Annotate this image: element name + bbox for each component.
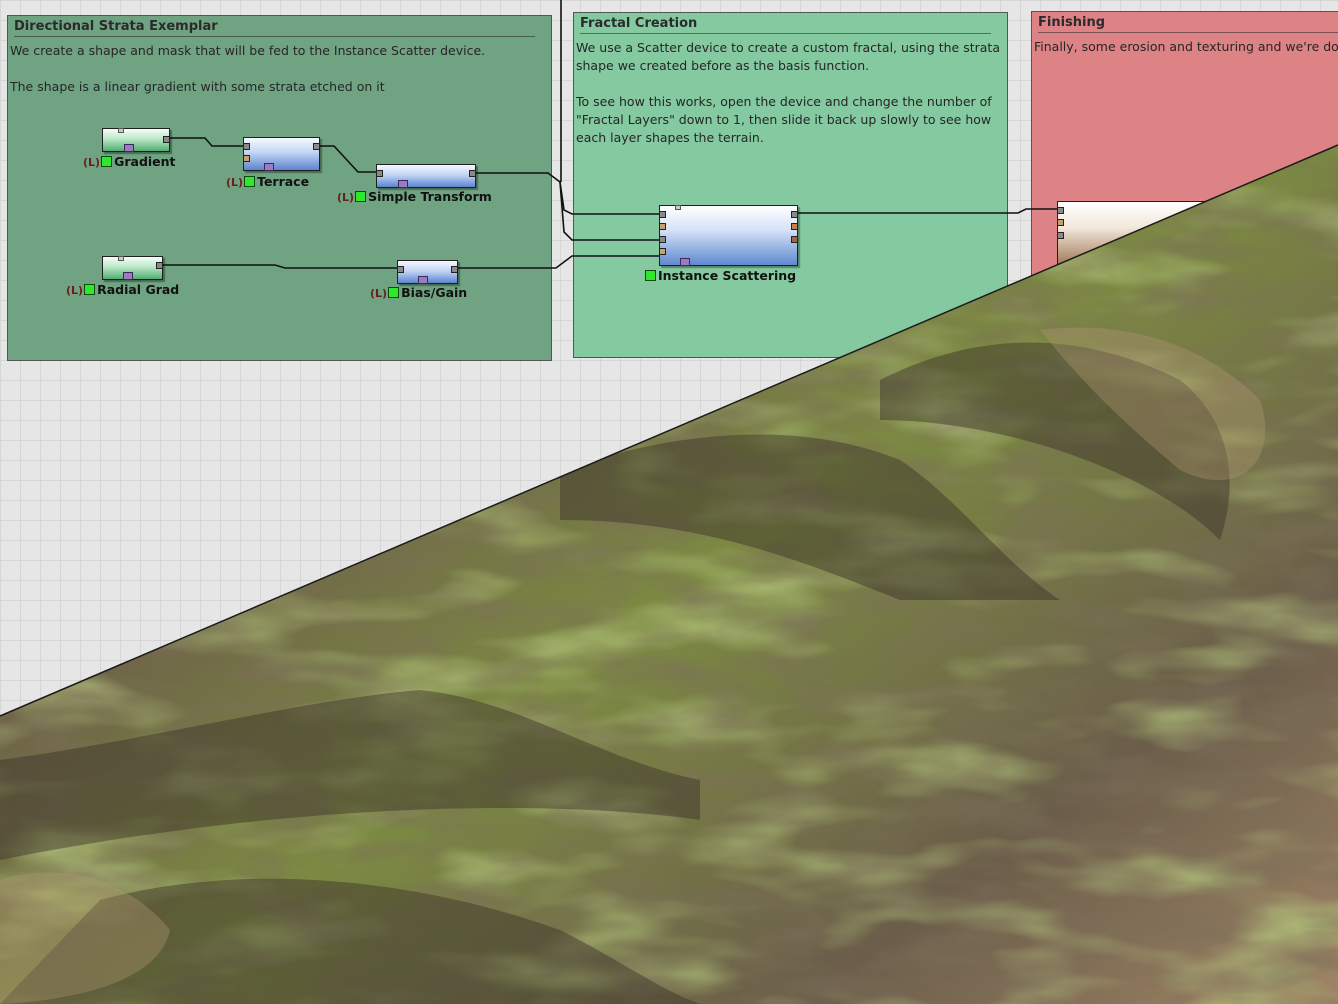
node-instance-scattering[interactable]	[659, 205, 798, 266]
node-name: Radial Grad	[97, 282, 180, 297]
enabled-led-icon[interactable]	[645, 270, 656, 281]
node-label-bias-gain: (L) Bias/Gain	[370, 285, 467, 300]
input-port[interactable]	[659, 211, 666, 218]
node-name: Terrace	[257, 174, 310, 189]
sand-patch	[1040, 327, 1266, 481]
input-port[interactable]	[243, 155, 250, 162]
output-port[interactable]	[313, 143, 320, 150]
ridge-shadow	[0, 878, 700, 1004]
input-port[interactable]	[1057, 232, 1064, 239]
lock-indicator[interactable]: (L)	[83, 156, 101, 169]
enabled-led-icon[interactable]	[84, 284, 96, 295]
node-label-instance-scattering: Instance Scattering	[645, 268, 796, 283]
node-gradient[interactable]	[102, 128, 170, 152]
group-title: Finishing	[1038, 14, 1338, 33]
lock-indicator[interactable]: (L)	[370, 287, 388, 300]
mask-port[interactable]	[680, 258, 690, 266]
enabled-led-icon[interactable]	[101, 156, 113, 167]
port-icon[interactable]	[675, 205, 681, 210]
group-title: Directional Strata Exemplar	[14, 18, 535, 37]
enabled-led-icon[interactable]	[355, 191, 367, 202]
mask-port[interactable]	[418, 276, 428, 284]
output-port[interactable]	[791, 236, 798, 243]
ridge-shadow	[560, 434, 1060, 600]
sand-patch	[0, 872, 170, 1004]
input-port[interactable]	[376, 170, 383, 177]
port-icon[interactable]	[118, 256, 124, 261]
group-description: Finally, some erosion and texturing and …	[1034, 39, 1338, 54]
output-port[interactable]	[791, 223, 798, 230]
node-label-radial-grad: (L) Radial Grad	[66, 282, 179, 297]
node-radial-grad[interactable]	[102, 256, 163, 280]
ridge-shadow	[0, 690, 700, 860]
node-label-terrace: (L) Terrace	[226, 174, 309, 189]
node-terrace[interactable]	[243, 137, 320, 171]
input-port[interactable]	[659, 236, 666, 243]
node-name: Gradient	[114, 154, 176, 169]
node-name: Simple Transform	[368, 189, 492, 204]
output-port[interactable]	[163, 136, 170, 143]
enabled-led-icon[interactable]	[244, 176, 256, 187]
input-port[interactable]	[243, 143, 250, 150]
group-title: Fractal Creation	[580, 15, 991, 34]
port-icon[interactable]	[118, 128, 124, 133]
node-bias-gain[interactable]	[397, 260, 458, 284]
mask-port[interactable]	[398, 180, 408, 188]
group-directional-strata[interactable]: Directional Strata Exemplar We create a …	[7, 15, 552, 361]
output-port[interactable]	[451, 266, 458, 273]
lock-indicator[interactable]: (L)	[337, 191, 355, 204]
input-port[interactable]	[659, 223, 666, 230]
node-label-gradient: (L) Gradient	[83, 154, 176, 169]
output-port[interactable]	[156, 262, 163, 269]
mask-port[interactable]	[264, 163, 274, 171]
output-port[interactable]	[791, 211, 798, 218]
input-port[interactable]	[397, 266, 404, 273]
group-description: We use a Scatter device to create a cust…	[576, 40, 1000, 145]
lock-indicator[interactable]: (L)	[226, 176, 244, 189]
input-port[interactable]	[1057, 219, 1064, 226]
node-simple-transform[interactable]	[376, 164, 476, 188]
input-port[interactable]	[659, 248, 666, 255]
mask-port[interactable]	[124, 144, 134, 152]
group-description: We create a shape and mask that will be …	[10, 43, 486, 94]
node-name: Instance Scattering	[658, 268, 797, 283]
mask-port[interactable]	[123, 272, 133, 280]
input-port[interactable]	[1057, 207, 1064, 214]
node-label-simple-transform: (L) Simple Transform	[337, 189, 492, 204]
lock-indicator[interactable]: (L)	[66, 284, 84, 297]
output-port[interactable]	[469, 170, 476, 177]
ridge-shadow	[880, 342, 1230, 540]
enabled-led-icon[interactable]	[388, 287, 400, 298]
node-name: Bias/Gain	[401, 285, 468, 300]
